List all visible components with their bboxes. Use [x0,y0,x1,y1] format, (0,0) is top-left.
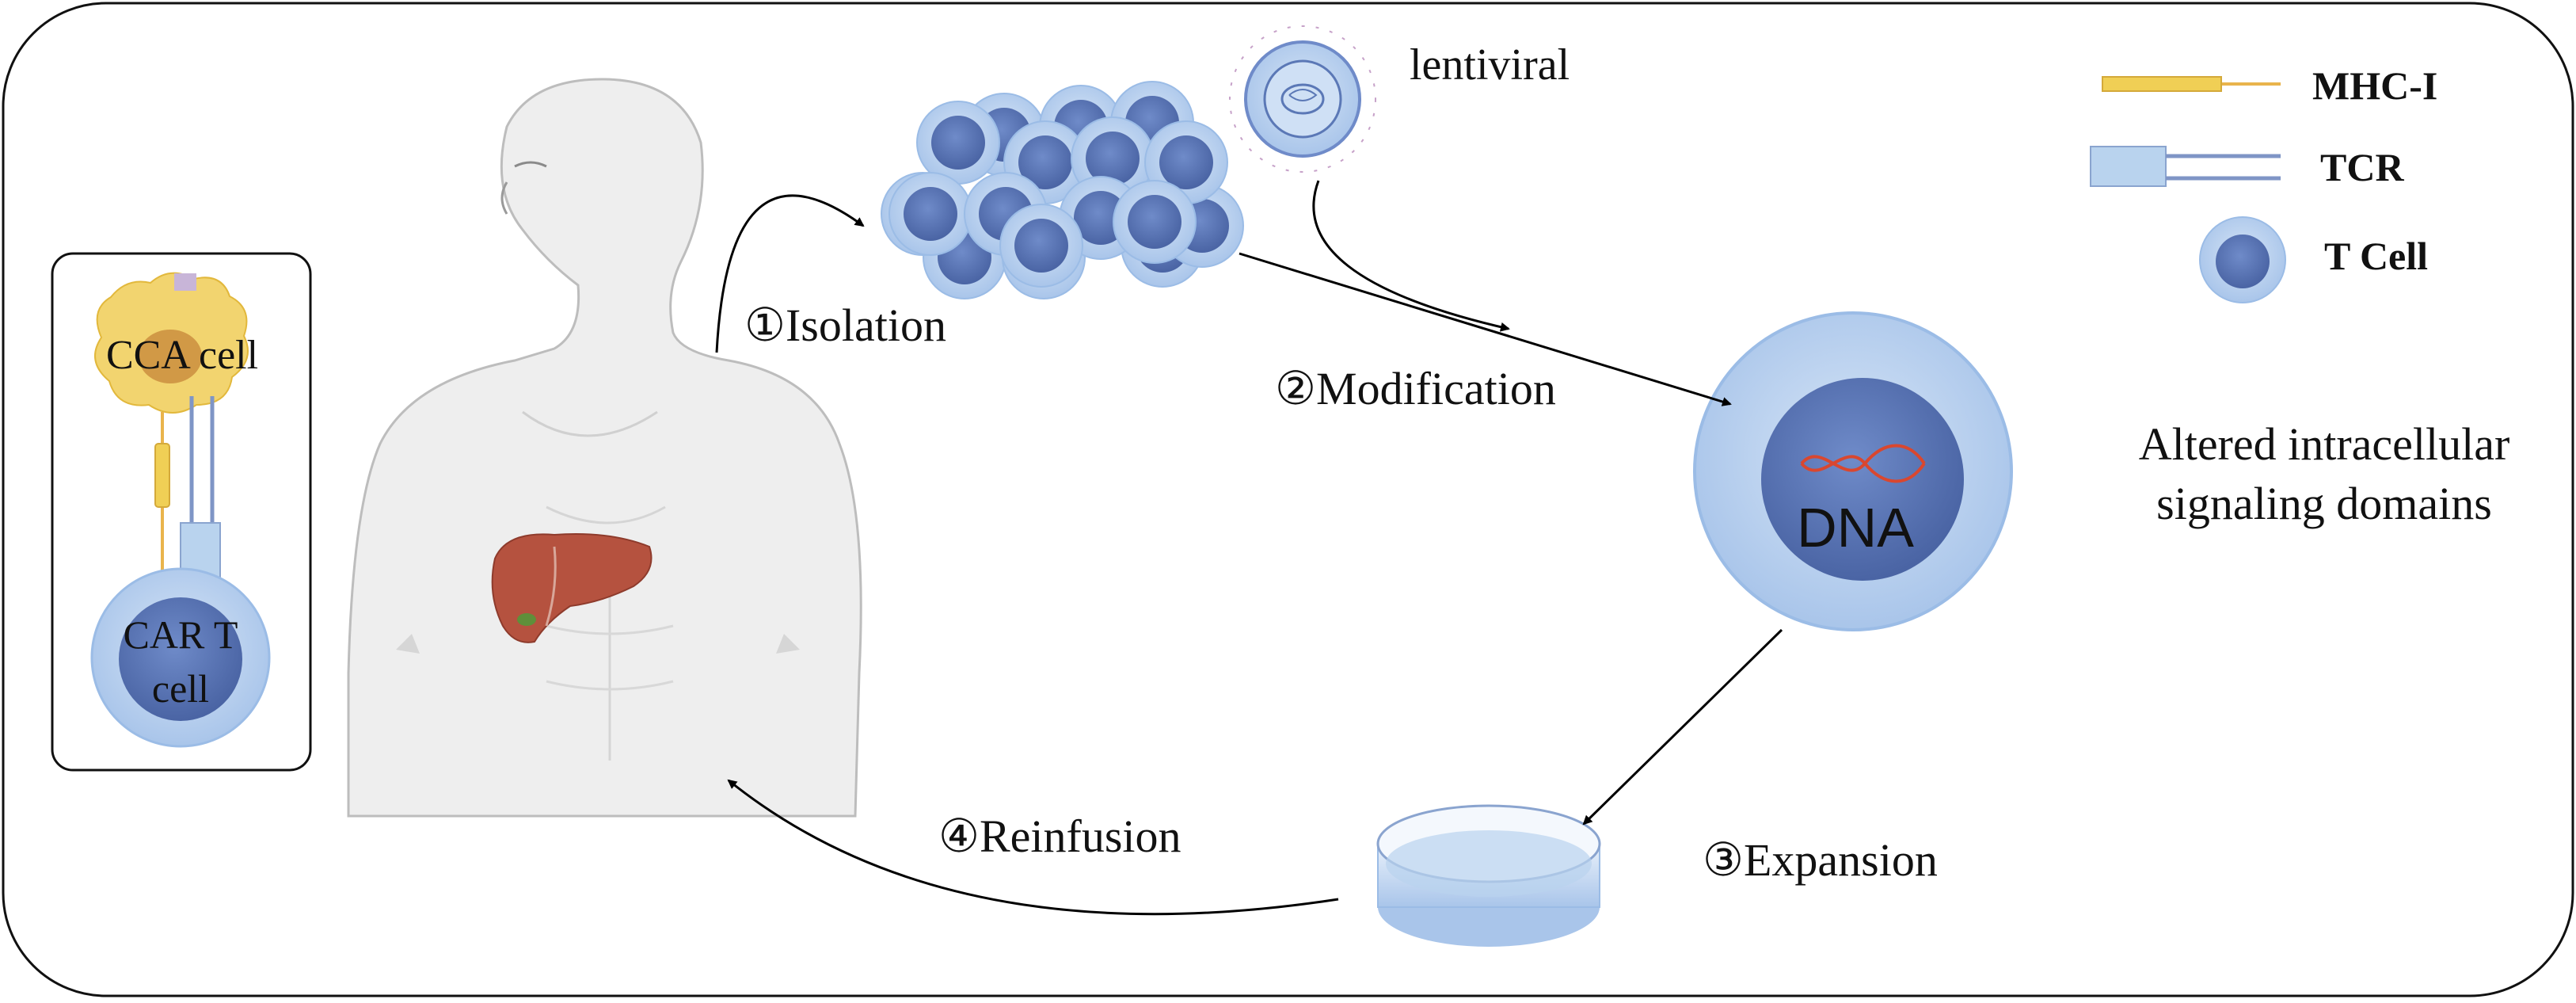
arrow-expansion [1582,628,1783,826]
modified-t-cell-icon: DNA [1693,311,2013,631]
car-t-cell-icon [90,567,271,748]
legend-item-t-cell: T Cell [2199,216,2428,303]
dna-label: DNA [1797,497,1914,559]
mhc-i-icon [2102,76,2281,92]
t-cell-cluster [881,81,1244,299]
label-lentiviral: lentiviral [1410,40,1570,90]
cca-car-t-inset: CCA cell CAR T cell [51,252,312,772]
legend-label-mhc-i: MHC-I [2312,63,2437,108]
legend: MHC-I TCR T Cell [2090,63,2437,303]
t-cell-icon [916,101,1000,185]
dna-helix-icon [1800,444,1926,483]
legend-label-t-cell: T Cell [2324,234,2428,278]
arrow-lentiviral [1312,180,1510,332]
car-t-label-line1: CAR T [124,612,238,657]
arrow-isolation [715,194,865,353]
legend-label-tcr: TCR [2320,145,2404,189]
cca-cell-label: CCA cell [106,333,258,378]
t-cell-icon [2199,216,2286,303]
mhc-i-inset-icon [154,412,170,570]
label-altered-line2: signaling domains [2156,478,2492,529]
t-cell-icon [999,204,1083,288]
tcr-icon [2090,146,2281,187]
t-cell-icon [1113,180,1197,264]
t-cell-icon [888,172,972,256]
label-step3-expansion: ③Expansion [1703,834,1938,886]
legend-item-tcr: TCR [2090,145,2404,189]
liver-icon [491,533,653,643]
arrow-reinfusion [727,779,1339,916]
legend-item-mhc-i: MHC-I [2102,63,2437,108]
flow-arrows [715,180,1783,916]
label-step1-isolation: ①Isolation [744,299,946,351]
petri-dish-icon [1376,804,1601,947]
label-step2-modification: ②Modification [1275,363,1556,414]
arrow-modification [1239,252,1732,406]
lentivirus-icon [1229,25,1376,173]
cca-cell-icon [94,272,249,414]
label-altered-line1: Altered intracellular [2139,418,2510,470]
human-body-illustration [347,78,862,818]
car-t-label-line2: cell [152,666,209,711]
label-step4-reinfusion: ④Reinfusion [938,810,1181,862]
